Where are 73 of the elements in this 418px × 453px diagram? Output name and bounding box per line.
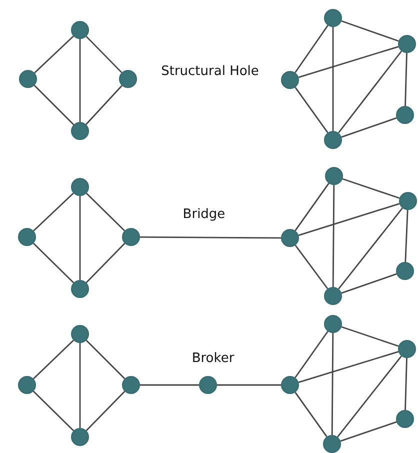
graph-edge [341,117,397,138]
graph-edge [331,333,334,435]
graph-node [71,122,89,140]
graph-node [398,340,416,358]
graph-edge [34,36,74,74]
graph-edge [79,39,81,122]
graph-edge [86,390,126,432]
graph-edge [294,244,328,290]
graph-edge [140,384,199,386]
graph-edge [79,343,81,428]
graph-edge [86,36,122,74]
graph-edge [86,85,122,125]
graph-node [119,70,137,88]
graph-edge [341,326,399,347]
graph-edge [34,84,74,126]
graph-node [71,325,89,343]
graph-node [18,228,36,246]
graph-edge [298,46,399,78]
graph-edge [341,273,397,294]
graph-node [324,9,342,27]
graph-edge [33,340,74,380]
graph-edge [86,340,126,380]
graph-node [399,192,417,210]
graph-edge [294,392,328,438]
graph-edge [338,50,402,134]
graph-edge [337,356,402,438]
graph-edge [404,210,408,262]
graph-node [325,167,343,185]
graph-edge [298,203,400,236]
graph-edge [32,242,74,284]
graph-edge [332,27,334,131]
graph-edge [341,20,399,42]
graph-edge [33,192,74,232]
graph-edge [294,25,328,73]
graph-edge [86,192,126,232]
graph-edge [32,390,74,432]
graph-edge [298,350,399,384]
graph-type-label: Bridge [182,207,226,222]
graph-node [396,262,414,280]
graph-edge [79,196,81,280]
graph-node [199,376,217,394]
graph-edge [140,236,281,239]
graph-node [122,228,140,246]
graph-edge [338,208,403,290]
graph-node [71,178,89,196]
graph-node [71,428,89,446]
graph-type-label: Structural Hole [161,64,259,79]
graph-node [398,35,416,53]
graph-node [323,435,341,453]
graph-node [324,315,342,333]
graph-edge [342,178,400,199]
graph-node [122,376,140,394]
graph-edge [332,185,335,287]
graph-edge [404,52,408,106]
graph-edge [294,182,330,232]
graph-node [19,70,37,88]
graph-edge [340,421,397,442]
graph-edge [86,242,126,284]
graph-type-label: Broker [192,351,234,366]
graph-node [281,71,299,89]
graph-node [71,21,89,39]
graph-node [281,229,299,247]
graph-edge [294,86,328,134]
graph-node [71,280,89,298]
graph-node [324,287,342,305]
graph-node [324,131,342,149]
graph-node [396,106,414,124]
graph-edge [294,330,328,378]
graph-node [281,376,299,394]
graph-edge [217,384,281,386]
graph-node [396,410,414,428]
graph-node [18,376,36,394]
graph-edge [404,358,408,410]
